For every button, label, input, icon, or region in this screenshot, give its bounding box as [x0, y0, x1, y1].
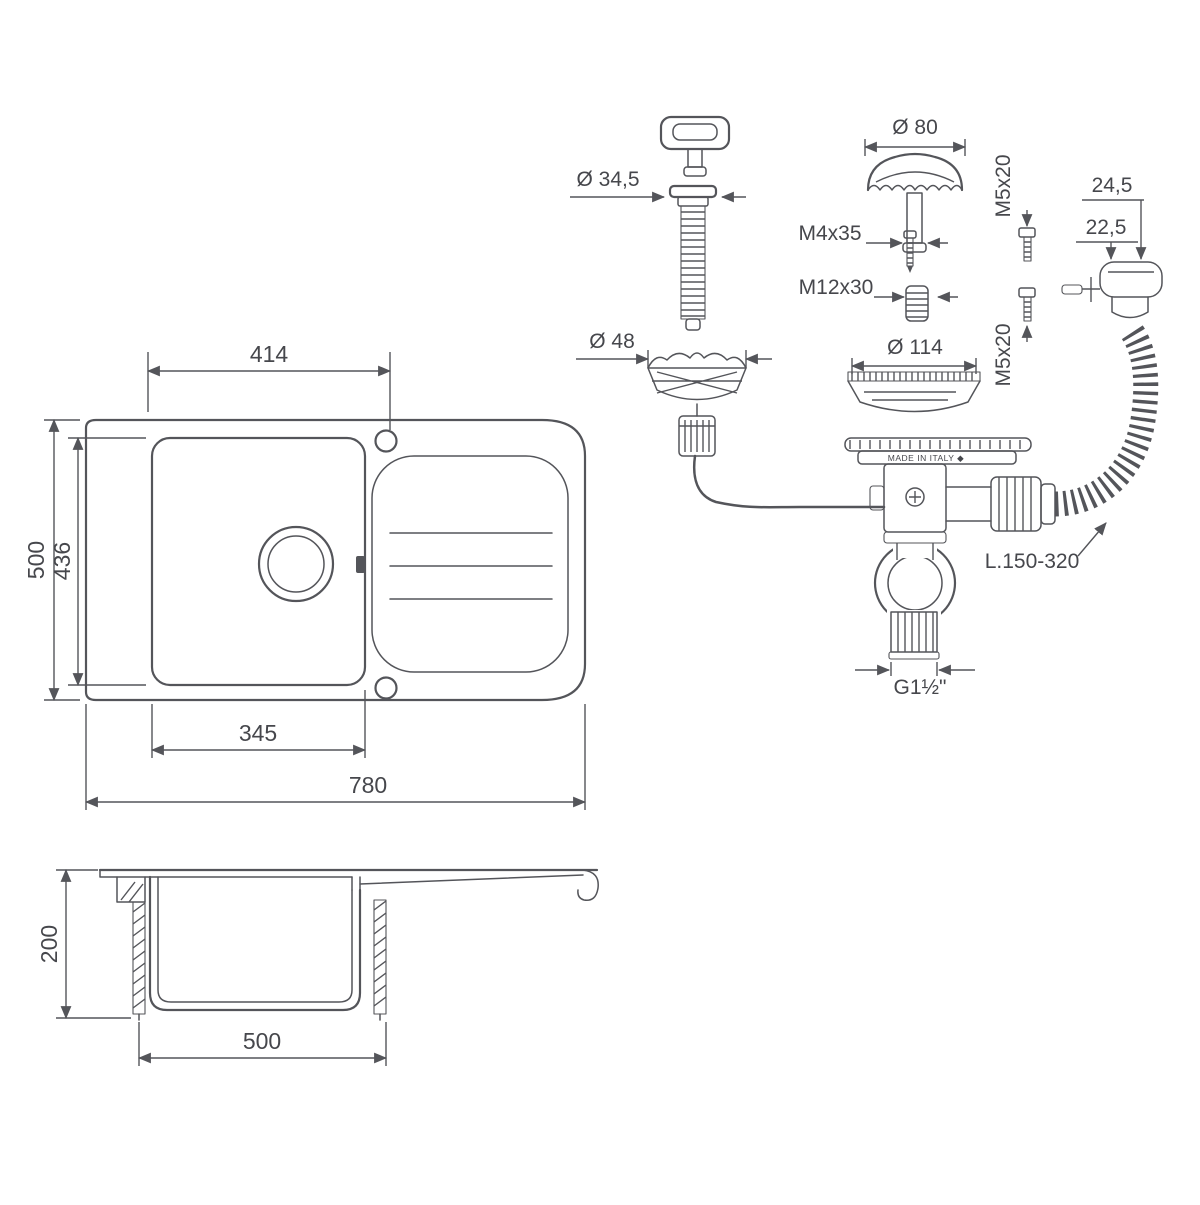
- dim-bowl-width: 345: [150, 690, 367, 758]
- dim-offset-a: 24,5: [1082, 174, 1147, 261]
- dim-strainer-diameter-label: Ø 114: [887, 336, 943, 359]
- dim-screw-m5-top-label: M5x20: [992, 154, 1015, 217]
- dim-overall-height-label: 500: [23, 541, 49, 579]
- dim-pin-diameter: Ø 34,5: [570, 168, 746, 203]
- dim-overall-height: 500: [23, 418, 80, 702]
- dim-bowl-width-label: 345: [239, 720, 277, 746]
- drainboard-grooves: [389, 532, 553, 600]
- left-clamp-hatch: [120, 881, 144, 903]
- sink-outline: [84, 418, 587, 702]
- left-clamp: [116, 876, 146, 903]
- made-in-italy-label: MADE IN ITALY ◆: [888, 453, 964, 463]
- screw-m5-bottom: M5x20: [992, 287, 1036, 387]
- tailpipe-curve-inner: [887, 555, 943, 611]
- dim-section-width-label: 500: [243, 1028, 281, 1054]
- dim-strainer-diameter: Ø 114: [850, 336, 978, 374]
- right-edge-hook: [577, 869, 599, 901]
- stopper-cable: [693, 454, 886, 509]
- dome-cover: [866, 152, 964, 253]
- basket-strainer: [647, 352, 886, 509]
- dim-pin-diameter-label: Ø 34,5: [576, 168, 639, 191]
- screw-m5-top: M5x20: [992, 154, 1036, 262]
- drainboard-outline: [371, 455, 569, 673]
- right-bracket-hatch: [373, 900, 387, 1007]
- dim-bowl-height: 436: [49, 436, 146, 687]
- dim-overall-width: 780: [84, 704, 587, 810]
- exploded-view: Ø 34,5 Ø 48 Ø 80: [570, 115, 1163, 699]
- dim-basket-diameter-label: Ø 48: [589, 330, 635, 353]
- drain-hole-inner: [267, 535, 325, 593]
- section-view: 200 500: [36, 868, 599, 1066]
- dim-screw-m5-bottom-label: M5x20: [992, 323, 1015, 386]
- overflow-slot: [356, 556, 365, 573]
- dim-depth-label: 200: [36, 925, 62, 963]
- drain-hole-outer: [257, 525, 335, 603]
- plan-view: 414 500 436 345 780: [23, 341, 587, 810]
- threaded-pin: [668, 184, 718, 331]
- dim-basket-diameter: Ø 48: [576, 330, 772, 368]
- strainer-bowl: [847, 371, 981, 413]
- dim-stud-m12: M12x30: [799, 276, 958, 303]
- tailpipe-ribbed-end: [888, 611, 940, 660]
- dim-outlet-thread: G1½": [855, 662, 975, 699]
- drainboard-slope: [359, 874, 584, 885]
- dim-offset-b-label: 22,5: [1086, 216, 1127, 239]
- dim-cover-diameter: Ø 80: [863, 116, 967, 156]
- screw-m4: [903, 230, 917, 273]
- stopper-knob: [659, 115, 731, 177]
- dim-offset-a-label: 24,5: [1092, 174, 1133, 197]
- left-bracket-hatch: [132, 902, 146, 1009]
- dim-top-width-label: 414: [250, 341, 289, 367]
- bowl-wall-outer: [148, 875, 362, 1012]
- dim-outlet-thread-label: G1½": [894, 676, 947, 699]
- bowl-wall-inner: [157, 876, 353, 1003]
- drain-body: MADE IN ITALY ◆: [844, 437, 1056, 560]
- corrugated-hose: [1054, 321, 1159, 517]
- dim-depth: 200: [36, 868, 131, 1020]
- dim-overall-width-label: 780: [349, 772, 387, 798]
- stud-m12: [905, 285, 929, 322]
- dim-stud-m12-label: M12x30: [799, 276, 874, 299]
- hose-length: L.150-320: [985, 522, 1107, 573]
- tap-hole-bottom: [374, 676, 398, 700]
- overflow-elbow: [1061, 261, 1163, 319]
- rim-profile-inner: [99, 869, 353, 878]
- dim-offset-b: 22,5: [1076, 216, 1138, 261]
- hose-length-label: L.150-320: [985, 550, 1080, 573]
- dim-bowl-height-label: 436: [49, 542, 75, 580]
- tap-hole-top: [374, 429, 398, 453]
- dim-top-width: 414: [146, 341, 392, 430]
- feet: [138, 1013, 381, 1021]
- divider: [351, 876, 361, 891]
- dim-screw-m4: M4x35: [798, 222, 948, 249]
- dim-screw-m4-label: M4x35: [798, 222, 861, 245]
- dim-cover-diameter-label: Ø 80: [892, 116, 938, 139]
- dim-section-width: 500: [137, 1022, 388, 1066]
